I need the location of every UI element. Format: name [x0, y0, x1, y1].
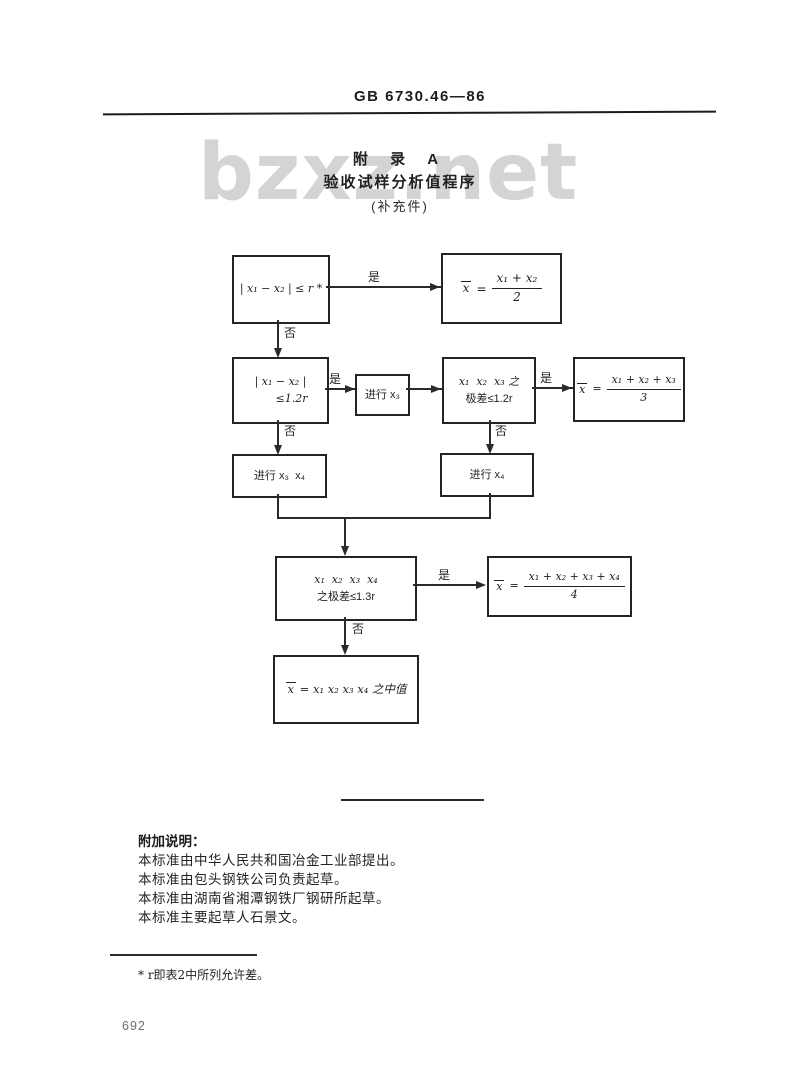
- numerator: x₁ + x₂ + x₃ + x₄: [523, 571, 625, 587]
- yes-label: 是: [438, 568, 451, 582]
- flow-box-check-1-2r: | x₁ − x₂ | ≤1.2r: [232, 357, 329, 424]
- flow-box-run-x3-x4: 进行 x₃ x₄: [232, 454, 327, 498]
- arrow-down-icon: [274, 445, 282, 455]
- connector-merge-line: [277, 517, 491, 519]
- no-label: 否: [284, 424, 297, 438]
- yes-label: 是: [329, 372, 342, 386]
- check4-line1: x₁ x₂ x₃ x₄: [314, 573, 378, 586]
- flow-box-run-x4: 进行 x₄: [440, 453, 534, 497]
- connector-check12r-no: [277, 420, 279, 449]
- no-label: 否: [495, 424, 508, 438]
- note-line: 本标准由湖南省湘潭钢铁厂钢研所起草。: [138, 891, 390, 906]
- mean2-formula: x = x₁ + x₂ 2: [460, 271, 543, 305]
- no-label: 否: [284, 326, 297, 340]
- equals-sign: =: [509, 579, 519, 593]
- flow-box-mean-of-two: x = x₁ + x₂ 2: [441, 253, 562, 324]
- equals-sign: =: [476, 281, 487, 296]
- appendix-subtitle-note: (补充件): [371, 199, 429, 214]
- equals-sign: =: [592, 382, 602, 396]
- xbar: x: [285, 681, 297, 696]
- appendix-title: 附 录 A: [352, 151, 448, 168]
- connector-check3-to-mean3: [532, 387, 573, 389]
- arrow-down-icon: [486, 444, 494, 454]
- arrow-right-icon: [430, 283, 440, 291]
- connector-check4-no: [344, 617, 346, 647]
- fraction: x₁ + x₂ 2: [491, 271, 543, 305]
- arrow-right-icon: [431, 385, 441, 393]
- fraction: x₁ + x₂ + x₃ 3: [606, 374, 681, 404]
- xbar: x: [494, 579, 505, 593]
- check12r-line2: ≤1.2r: [275, 391, 308, 405]
- mean4-formula: x = x₁ + x₂ + x₃ + x₄ 4: [494, 571, 625, 601]
- note-line: 本标准由中华人民共和国冶金工业部提出。: [138, 853, 404, 868]
- connector-merge-to-check4: [344, 519, 346, 548]
- denominator: 3: [640, 391, 648, 404]
- note-line: 本标准由包头钢铁公司负责起草。: [138, 872, 348, 887]
- run-x3-x4-text: 进行 x₃ x₄: [253, 469, 306, 482]
- notes-heading: 附加说明：: [138, 834, 206, 849]
- arrow-right-icon: [562, 384, 572, 392]
- page-number: 692: [122, 1019, 146, 1033]
- watermark: bzxz.net: [198, 128, 579, 218]
- connector-check4-to-mean4: [413, 584, 479, 586]
- connector-check3-no: [489, 420, 491, 448]
- xbar: x: [460, 281, 472, 296]
- check3-line2: 极差≤1.2r: [465, 392, 513, 405]
- xbar: x: [577, 382, 588, 396]
- note-line: 本标准主要起草人石景文。: [138, 910, 306, 925]
- arrow-down-icon: [341, 645, 349, 655]
- mean3-formula: x = x₁ + x₂ + x₃ 3: [577, 374, 681, 404]
- connector-run34-down: [277, 494, 279, 519]
- footnote: * r即表2中所列允许差。: [138, 968, 270, 982]
- check-two-values-text: | x₁ − x₂ | ≤ r *: [239, 282, 323, 296]
- appendix-subtitle: 验收试样分析值程序: [323, 174, 477, 191]
- connector-check2-to-mean2: [326, 286, 441, 288]
- numerator: x₁ + x₂: [491, 271, 543, 289]
- flow-box-check-four-range: x₁ x₂ x₃ x₄ 之极差≤1.3r: [275, 556, 417, 621]
- header-rule: [102, 110, 717, 116]
- arrow-right-icon: [476, 581, 486, 589]
- no-label: 否: [352, 622, 365, 636]
- connector-check2-no: [277, 320, 279, 352]
- median-formula: x = x₁ x₂ x₃ x₄ 之中值: [285, 681, 407, 698]
- check4-line2: 之极差≤1.3r: [317, 590, 375, 603]
- flow-box-check-three-range: x₁ x₂ x₃ 之 极差≤1.2r: [442, 357, 536, 424]
- median-text: = x₁ x₂ x₃ x₄ 之中值: [299, 681, 407, 696]
- connector-run4-down: [489, 493, 491, 519]
- arrow-down-icon: [274, 348, 282, 358]
- numerator: x₁ + x₂ + x₃: [606, 374, 681, 390]
- flow-box-run-x3: 进行 x₃: [355, 374, 410, 416]
- connector-run3-to-check3: [406, 388, 442, 390]
- check3-line1: x₁ x₂ x₃ 之: [458, 375, 520, 388]
- denominator: 2: [513, 290, 521, 304]
- flow-box-mean-of-three: x = x₁ + x₂ + x₃ 3: [573, 357, 685, 422]
- flow-box-check-two-values: | x₁ − x₂ | ≤ r *: [232, 255, 330, 324]
- section-separator: [341, 799, 484, 801]
- arrow-right-icon: [345, 385, 355, 393]
- check12r-line1: | x₁ − x₂ |: [254, 375, 307, 388]
- arrow-down-icon: [341, 546, 349, 556]
- run-x4-text: 进行 x₄: [469, 468, 505, 481]
- footnote-rule: [110, 954, 257, 956]
- flow-box-mean-of-four: x = x₁ + x₂ + x₃ + x₄ 4: [487, 556, 632, 617]
- standard-number: GB 6730.46—86: [353, 88, 487, 105]
- flow-box-median: x = x₁ x₂ x₃ x₄ 之中值: [273, 655, 419, 724]
- yes-label: 是: [540, 371, 553, 385]
- run-x3-text: 进行 x₃: [364, 388, 401, 401]
- denominator: 4: [570, 588, 578, 601]
- yes-label: 是: [368, 270, 381, 284]
- connector-check12r-to-run3: [325, 388, 355, 390]
- fraction: x₁ + x₂ + x₃ + x₄ 4: [523, 571, 625, 601]
